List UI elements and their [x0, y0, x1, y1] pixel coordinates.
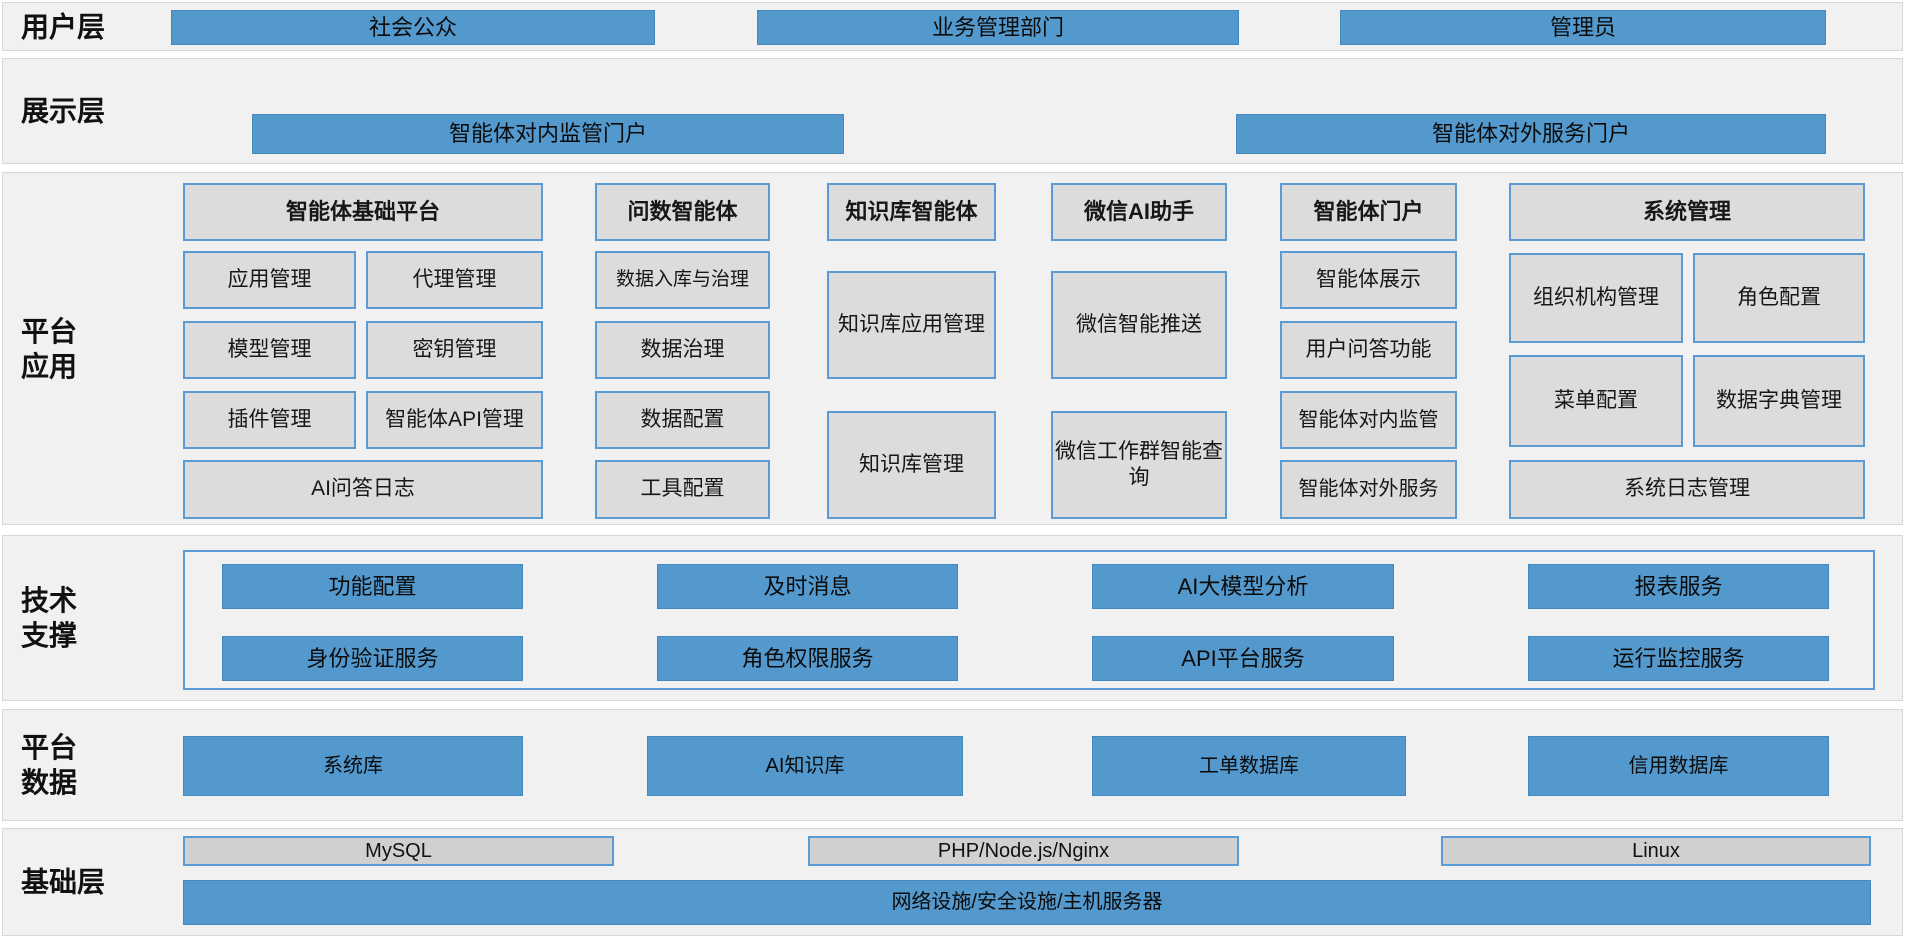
layer-platform-data-label: 平台 数据 [21, 732, 78, 798]
box-ticket-db: 工单数据库 [1092, 736, 1406, 796]
box-data-dictionary-management: 数据字典管理 [1693, 355, 1865, 447]
box-ai-knowledge-db: AI知识库 [647, 736, 963, 796]
box-php-nodejs-nginx: PHP/Node.js/Nginx [808, 836, 1239, 866]
box-network-security-host: 网络设施/安全设施/主机服务器 [183, 880, 1871, 925]
layer-infrastructure: 基础层 MySQL PHP/Node.js/Nginx Linux 网络设施/安… [2, 828, 1903, 936]
layer-platform-data: 平台 数据 系统库 AI知识库 工单数据库 信用数据库 [2, 709, 1903, 821]
box-menu-config: 菜单配置 [1509, 355, 1683, 447]
box-agent-showcase: 智能体展示 [1280, 251, 1457, 309]
box-linux: Linux [1441, 836, 1871, 866]
layer-infrastructure-label: 基础层 [21, 866, 106, 898]
box-external-portal: 智能体对外服务门户 [1236, 114, 1826, 154]
box-app-management: 应用管理 [183, 251, 356, 309]
box-monitoring-service: 运行监控服务 [1528, 636, 1829, 681]
box-role-permission-service: 角色权限服务 [657, 636, 958, 681]
box-plugin-management: 插件管理 [183, 391, 356, 449]
box-function-config: 功能配置 [222, 564, 523, 609]
box-agent-management: 代理管理 [366, 251, 543, 309]
box-agent-internal-supervision: 智能体对内监管 [1280, 391, 1457, 449]
box-role-config: 角色配置 [1693, 253, 1865, 343]
box-wechat-group-query: 微信工作群智能查询 [1051, 411, 1227, 519]
box-ai-qa-log: AI问答日志 [183, 460, 543, 519]
box-report-service: 报表服务 [1528, 564, 1829, 609]
layer-tech-support: 技术 支撑 功能配置 及时消息 AI大模型分析 报表服务 身份验证服务 角色权限… [2, 535, 1903, 701]
layer-display-label: 展示层 [21, 95, 106, 127]
layer-platform-app-label: 平台 应用 [21, 315, 78, 382]
box-system-log-management: 系统日志管理 [1509, 460, 1865, 519]
box-ai-llm-analysis: AI大模型分析 [1092, 564, 1394, 609]
box-agent-external-service: 智能体对外服务 [1280, 460, 1457, 519]
box-admin: 管理员 [1340, 10, 1826, 45]
box-identity-verification-service: 身份验证服务 [222, 636, 523, 681]
box-business-dept: 业务管理部门 [757, 10, 1239, 45]
col-header-data-query-agent: 问数智能体 [595, 183, 770, 241]
layer-platform-app: 平台 应用 智能体基础平台 应用管理 代理管理 模型管理 密钥管理 插件管理 智… [2, 172, 1903, 525]
col-header-wechat-ai-assistant: 微信AI助手 [1051, 183, 1227, 241]
box-kb-app-management: 知识库应用管理 [827, 271, 996, 379]
col-header-agent-portal: 智能体门户 [1280, 183, 1457, 241]
box-data-governance: 数据治理 [595, 321, 770, 379]
box-key-management: 密钥管理 [366, 321, 543, 379]
layer-display: 展示层 智能体对内监管门户 智能体对外服务门户 [2, 58, 1903, 164]
col-header-knowledge-agent: 知识库智能体 [827, 183, 996, 241]
box-data-ingest-governance: 数据入库与治理 [595, 251, 770, 309]
col-header-system-management: 系统管理 [1509, 183, 1865, 241]
box-kb-management: 知识库管理 [827, 411, 996, 519]
layer-tech-support-label: 技术 支撑 [21, 585, 78, 651]
box-tool-config: 工具配置 [595, 460, 770, 519]
box-org-structure-management: 组织机构管理 [1509, 253, 1683, 343]
box-instant-message: 及时消息 [657, 564, 958, 609]
box-user-qa-function: 用户问答功能 [1280, 321, 1457, 379]
box-wechat-smart-push: 微信智能推送 [1051, 271, 1227, 379]
layer-user-label: 用户层 [21, 11, 106, 42]
box-social-public: 社会公众 [171, 10, 655, 45]
box-internal-portal: 智能体对内监管门户 [252, 114, 844, 154]
box-data-config: 数据配置 [595, 391, 770, 449]
box-model-management: 模型管理 [183, 321, 356, 379]
box-mysql: MySQL [183, 836, 614, 866]
box-system-db: 系统库 [183, 736, 523, 796]
box-agent-api-management: 智能体API管理 [366, 391, 543, 449]
box-credit-db: 信用数据库 [1528, 736, 1829, 796]
col-header-agent-base-platform: 智能体基础平台 [183, 183, 543, 241]
layer-user: 用户层 社会公众 业务管理部门 管理员 [2, 2, 1903, 51]
box-api-platform-service: API平台服务 [1092, 636, 1394, 681]
